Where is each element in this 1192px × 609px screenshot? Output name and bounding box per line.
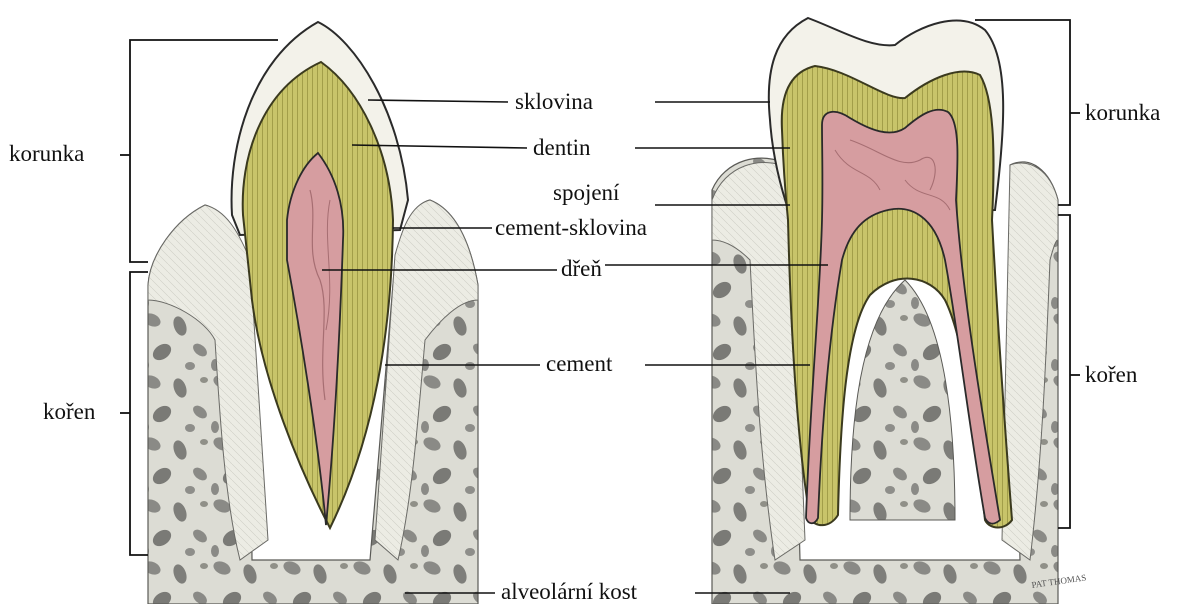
cej-label-line2: cement-sklovina — [492, 215, 650, 241]
incisor-tooth — [148, 22, 478, 604]
enamel-label: sklovina — [512, 89, 596, 115]
crown-label-left: korunka — [6, 141, 87, 167]
right-inter-root-bone — [850, 280, 955, 520]
root-label-right: kořen — [1082, 362, 1140, 388]
pulp-label: dřeň — [558, 256, 605, 282]
molar-tooth: PAT THOMAS — [712, 18, 1087, 604]
cej-label-line1: spojení — [550, 180, 622, 206]
alveolar-bone-label: alveolární kost — [498, 579, 640, 605]
root-label-left: kořen — [40, 399, 98, 425]
crown-label-right: korunka — [1082, 100, 1163, 126]
dentin-label: dentin — [530, 135, 594, 161]
cementum-label: cement — [543, 351, 615, 377]
